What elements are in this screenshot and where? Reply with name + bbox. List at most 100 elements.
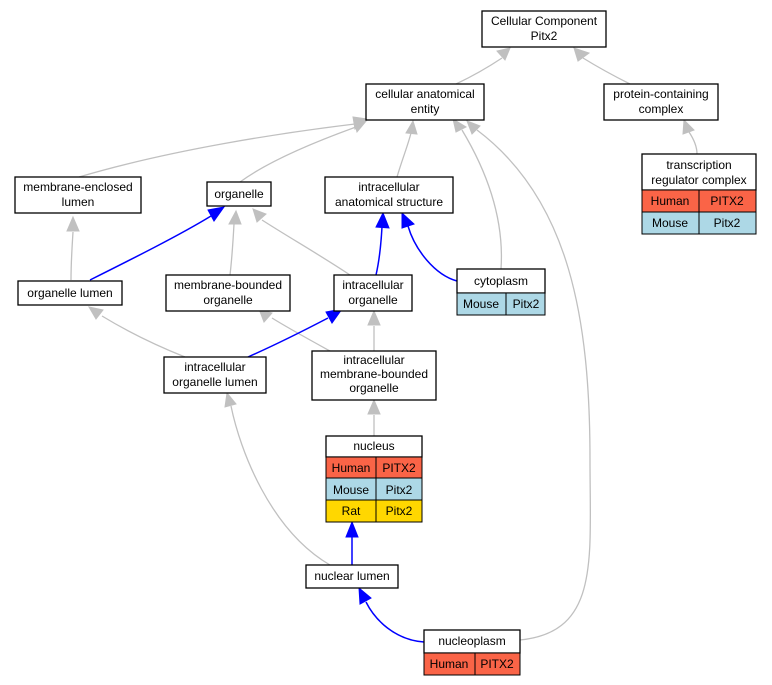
- gene-cell-human: [474, 652, 521, 676]
- node-label-line1: intracellular: [358, 180, 419, 194]
- node-cellular-anatomical-entity[interactable]: cellular anatomical entity: [365, 83, 485, 121]
- edge-ol-organelle: [89, 215, 212, 281]
- species-label: Human: [651, 194, 690, 208]
- edge-mbo-organelle: [229, 223, 235, 276]
- gene-label: PITX2: [710, 194, 744, 208]
- edge-cae-root: [455, 57, 503, 85]
- edge-np-nl: [365, 601, 425, 643]
- arrowhead-imbo: [367, 398, 381, 415]
- edge-trc-pcc: [688, 131, 698, 155]
- species-label: Rat: [342, 504, 361, 518]
- node-label-line2: membrane-bounded: [320, 367, 428, 381]
- node-label: nucleus: [353, 439, 394, 453]
- arrowhead-iol: [224, 391, 237, 408]
- species-label: Mouse: [652, 216, 688, 230]
- edge-pcc-root: [582, 57, 631, 85]
- arrowhead-organelle-1: [228, 209, 242, 225]
- node-label-line2: organelle: [203, 293, 253, 307]
- species-label: Mouse: [333, 483, 369, 497]
- node-label-line1: transcription: [666, 158, 731, 172]
- arrowhead-nl: [358, 586, 372, 605]
- arrowhead-organelle-2: [252, 208, 267, 223]
- node-cellular-component[interactable]: Cellular Component Pitx2: [481, 10, 607, 48]
- gene-cell-mouse: [698, 211, 757, 235]
- arrowhead-ol: [87, 306, 104, 320]
- node-label-line1: membrane-enclosed: [23, 180, 132, 194]
- node-label-line1: cellular anatomical: [375, 87, 474, 101]
- node-membrane-enclosed-lumen[interactable]: membrane-enclosed lumen: [14, 176, 142, 214]
- node-label-line2: lumen: [62, 195, 95, 209]
- node-intracellular-membrane-bounded-organelle[interactable]: intracellular membrane-bounded organelle: [311, 350, 437, 401]
- node-label-line1: protein-containing: [613, 87, 708, 101]
- node-nuclear-lumen[interactable]: nuclear lumen: [305, 564, 399, 589]
- species-label: Human: [332, 461, 371, 475]
- edge-organelle-cae: [239, 126, 357, 183]
- node-label-line3: organelle: [349, 381, 399, 395]
- edge-io-organelle: [261, 219, 351, 276]
- arrowhead-ias-1: [375, 211, 390, 229]
- node-label: organelle lumen: [27, 286, 112, 300]
- edge-iol-ol: [101, 315, 186, 358]
- gene-label: Pitx2: [714, 216, 741, 230]
- arrowhead-cae-2: [353, 119, 369, 134]
- edge-mel-cae: [78, 123, 356, 178]
- gene-cell-rat: [375, 499, 423, 523]
- arrowhead-mel: [66, 215, 80, 232]
- edge-ias-cae: [396, 132, 412, 178]
- edge-cyto-cae: [461, 129, 503, 270]
- arrowhead-cae-3: [405, 119, 418, 135]
- node-label-line2: organelle: [348, 293, 398, 307]
- node-organelle-lumen[interactable]: organelle lumen: [17, 280, 123, 306]
- node-label-line1: intracellular: [343, 353, 404, 367]
- node-intracellular-anatomical-structure[interactable]: intracellular anatomical structure: [324, 176, 454, 214]
- arrowhead-root-right: [573, 47, 591, 62]
- node-label: cytoplasm: [474, 274, 528, 288]
- node-label-line1: membrane-bounded: [174, 278, 282, 292]
- node-nucleus[interactable]: nucleus Human PITX2 Mouse Pitx2 Rat Pitx…: [325, 435, 423, 523]
- node-organelle[interactable]: organelle: [206, 181, 272, 207]
- node-label-line1: intracellular: [342, 278, 403, 292]
- edge-ol-mel: [70, 231, 74, 281]
- edge-iol-io: [247, 317, 329, 358]
- node-label-line2: regulator complex: [651, 173, 746, 187]
- node-label-line2: Pitx2: [531, 29, 558, 43]
- node-intracellular-organelle-lumen[interactable]: intracellular organelle lumen: [163, 356, 267, 394]
- arrowhead-pcc: [682, 118, 695, 135]
- arrowhead-io: [367, 309, 381, 326]
- node-cytoplasm[interactable]: cytoplasm Mouse Pitx2: [456, 268, 546, 316]
- node-label-line2: anatomical structure: [335, 195, 443, 209]
- arrowhead-nucleus: [345, 520, 359, 538]
- node-label: organelle: [214, 187, 264, 201]
- gene-label: Pitx2: [386, 504, 413, 518]
- node-label-line2: organelle lumen: [172, 375, 257, 389]
- arrowhead-root-left: [496, 47, 511, 61]
- gray-edges: [66, 47, 698, 641]
- node-transcription-regulator-complex[interactable]: transcription regulator complex Human PI…: [641, 153, 757, 235]
- edge-nl-iol: [230, 405, 331, 566]
- arrowhead-cae-4: [452, 117, 468, 133]
- edge-io-ias: [375, 226, 383, 276]
- edge-np-cae: [476, 129, 592, 641]
- gene-label: PITX2: [480, 657, 514, 671]
- arrowhead-ias-2: [401, 211, 415, 229]
- blue-edges: [89, 206, 458, 643]
- node-label-line1: Cellular Component: [491, 14, 598, 28]
- gene-label: Pitx2: [513, 297, 540, 311]
- node-label-line1: intracellular: [184, 360, 245, 374]
- node-protein-containing-complex[interactable]: protein-containing complex: [603, 83, 719, 121]
- node-nucleoplasm[interactable]: nucleoplasm Human PITX2: [423, 629, 521, 676]
- node-label-line2: entity: [411, 102, 440, 116]
- node-label-line2: complex: [639, 102, 684, 116]
- gene-label: Pitx2: [386, 483, 413, 497]
- edge-cyto-ias: [407, 225, 458, 282]
- species-label: Human: [430, 657, 469, 671]
- arrowhead-cae-5: [466, 120, 481, 135]
- gene-label: PITX2: [382, 461, 416, 475]
- node-label: nucleoplasm: [438, 634, 505, 648]
- node-intracellular-organelle[interactable]: intracellular organelle: [333, 274, 413, 312]
- edge-imbo-mbo: [271, 317, 331, 352]
- arrowhead-organelle-blue: [207, 206, 226, 222]
- node-label: nuclear lumen: [314, 569, 389, 583]
- node-membrane-bounded-organelle[interactable]: membrane-bounded organelle: [165, 274, 291, 312]
